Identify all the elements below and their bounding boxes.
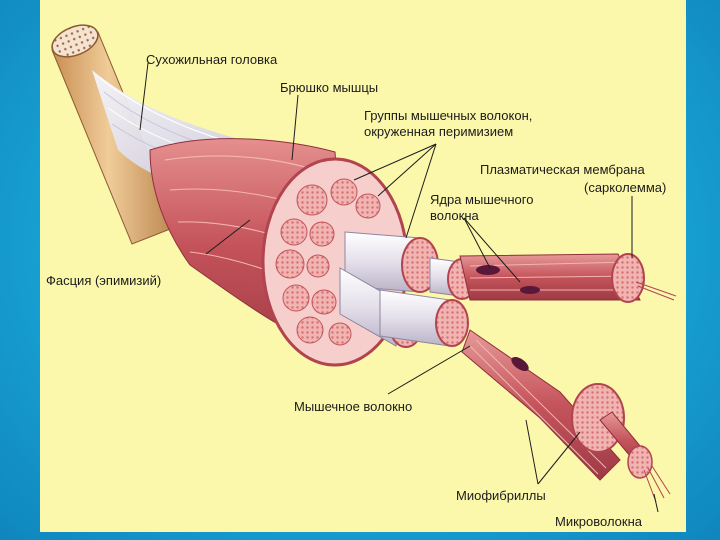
label-muscle-fiber: Мышечное волокно xyxy=(294,399,413,414)
label-microfibers: Микроволокна xyxy=(555,514,643,529)
lower-muscle-fiber xyxy=(461,329,671,503)
leader-fascia xyxy=(205,219,251,255)
leader-myofibrils-a xyxy=(525,419,539,485)
leader-tendon-head xyxy=(139,62,149,131)
label-fascia: Фасция (эпимизий) xyxy=(46,273,162,288)
leader-fiber-groups-b xyxy=(405,143,437,239)
leader-nuclei-a xyxy=(463,217,491,269)
leader-lines xyxy=(139,62,659,513)
leader-fiber-groups-a xyxy=(377,143,437,197)
label-plasma-membrane-line2: (сарколемма) xyxy=(584,180,667,195)
leader-fiber-groups-c xyxy=(353,143,437,181)
label-nuclei-line1: Ядра мышечного xyxy=(430,192,534,207)
upper-muscle-fiber xyxy=(459,253,677,303)
label-tendon-head: Сухожильная головка xyxy=(146,52,278,67)
label-plasma-membrane-line1: Плазматическая мембрана xyxy=(480,162,645,177)
leader-muscle-fiber xyxy=(387,345,471,395)
label-nuclei-line2: волокна xyxy=(430,208,479,223)
leader-nuclei-b xyxy=(463,217,521,283)
label-myofibrils: Миофибриллы xyxy=(456,488,546,503)
leader-myofibrils-b xyxy=(537,431,581,485)
leader-microfibers xyxy=(653,493,659,513)
label-fiber-groups-line1: Группы мышечных волокон, xyxy=(364,108,533,123)
fascicle-tubes xyxy=(339,231,477,348)
label-fiber-groups-line2: окруженная перимизием xyxy=(364,124,514,139)
leader-muscle-belly xyxy=(291,94,299,161)
label-muscle-belly: Брюшко мышцы xyxy=(280,80,379,95)
